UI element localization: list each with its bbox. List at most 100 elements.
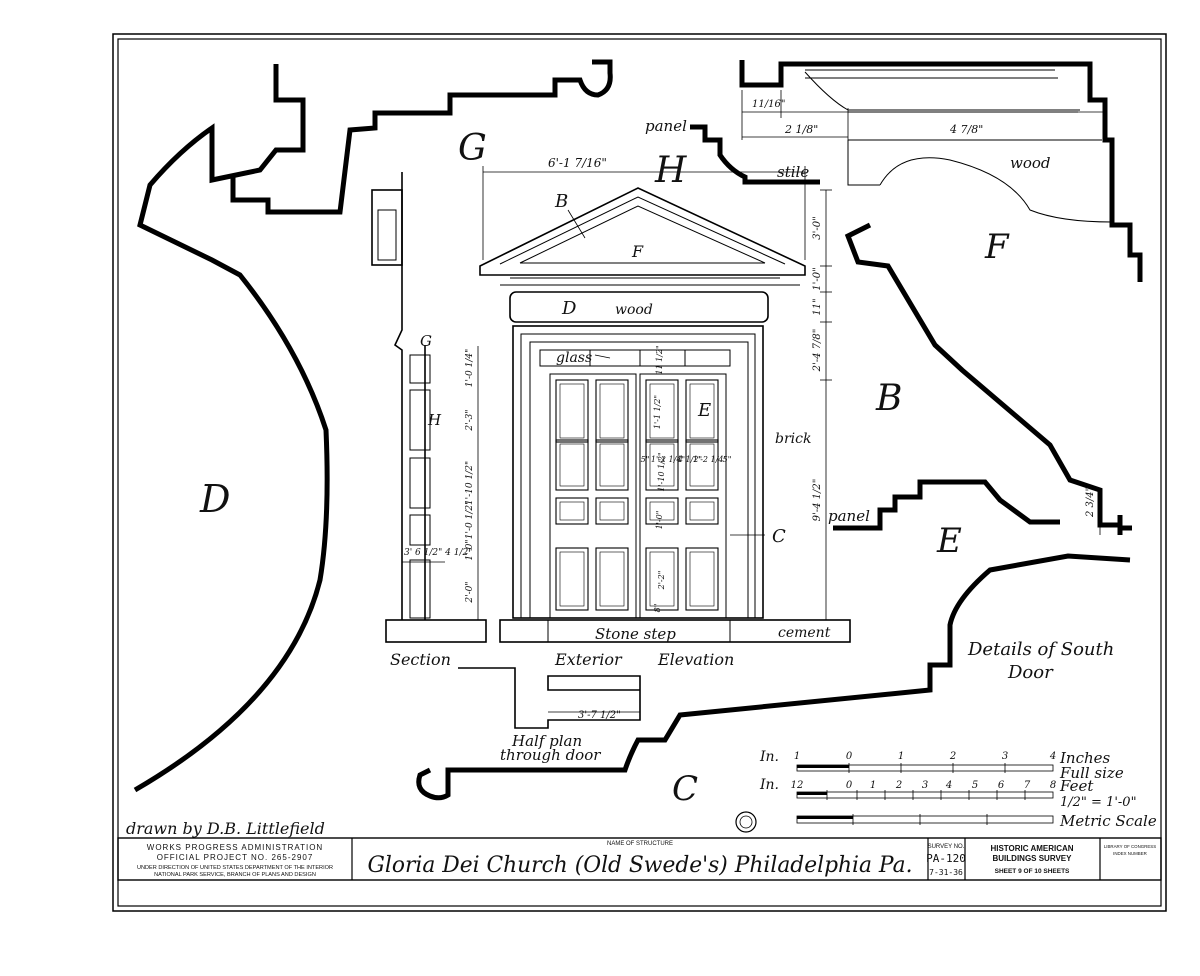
door-panel-inner — [649, 501, 675, 521]
survey-date: 7-31-36 — [929, 868, 963, 877]
frieze — [509, 291, 769, 323]
profile-H — [690, 124, 820, 185]
elevation-panel-dim: 1'-0" — [655, 511, 664, 530]
elevation-right-dim: 1'-0" — [812, 267, 823, 290]
door-panel-inner — [689, 551, 715, 607]
elev-label-E: E — [697, 400, 711, 421]
elevation-right-dim: 11" — [812, 298, 823, 315]
profile-cornice-top — [739, 60, 1143, 282]
section-dim: 2'-0" — [465, 581, 475, 603]
elevation-right-dim: 2'-4 7/8" — [812, 329, 823, 373]
details-title-line2: Door — [1007, 662, 1054, 683]
scale-tick-label: 4 — [1049, 751, 1056, 762]
exterior-elevation — [479, 166, 851, 643]
caption-exterior: Exterior — [554, 650, 623, 669]
elevation-right-dims: 3'-0"1'-0"11"2'-4 7/8"9'-4 1/2" — [812, 216, 823, 521]
dim-2-3-4: 2 3/4" — [1085, 487, 1096, 518]
section-dim: 1'-0 1/4" — [465, 349, 475, 387]
section-label-H: H — [427, 411, 442, 429]
door-panel-inner — [559, 551, 585, 607]
habs-line1: HISTORIC AMERICAN — [990, 844, 1073, 853]
door-panel-inner — [649, 383, 675, 439]
elevation-panel-dim: 5" — [641, 455, 650, 464]
section-dim: 1'-0" — [465, 539, 475, 560]
scale2-label1: Feet — [1059, 777, 1094, 795]
elevation-panel-dim: 1'-2 1/4" — [693, 455, 727, 464]
door-panel-inner — [689, 383, 715, 439]
loc-line1: LIBRARY OF CONGRESS — [1104, 844, 1156, 849]
elev-stone-step: Stone step — [595, 625, 676, 643]
elev-width-dim: 6'-1 7/16" — [548, 156, 607, 170]
elevation-panel-dim: 5" — [723, 455, 732, 464]
door-panel-inner — [559, 443, 585, 487]
caption-half-plan-2: through door — [500, 746, 601, 764]
drawn-by: drawn by D.B. Littlefield — [126, 819, 325, 838]
label-stile: stile — [777, 163, 809, 181]
elevation-panel-dims: 1'-1 1/2"1'-2 1/4"4 1/2"1'-2 1/4"1'-10 1… — [641, 345, 732, 612]
caption-section: Section — [390, 650, 451, 669]
scale2-label2: 1/2" = 1'-0" — [1060, 795, 1137, 810]
door-panel-inner — [559, 383, 585, 439]
scale-tick-label: 4 — [945, 780, 952, 791]
door-panel — [595, 379, 629, 443]
elev-cement: cement — [778, 625, 831, 641]
half-plan-drawing — [458, 667, 641, 729]
door-panel-inner — [649, 551, 675, 607]
profile-G — [230, 59, 613, 215]
label-C-bottom: C — [672, 769, 698, 809]
label-D-left: D — [199, 477, 230, 521]
label-B-right: B — [875, 378, 902, 419]
label-G-top: G — [458, 128, 487, 169]
profile-D — [133, 64, 330, 793]
scale-tick-label: 8 — [1050, 780, 1056, 791]
label-E-right: E — [936, 521, 962, 561]
elevation-panel-dim: 11 1/2" — [655, 345, 664, 374]
metric-scale-label: Metric Scale — [1059, 812, 1157, 830]
caption-plan-dim: 3'-7 1/2" — [578, 710, 621, 721]
door-panel-inner — [599, 551, 625, 607]
dim-11-16: 11/16" — [752, 99, 785, 110]
detail-dimensions — [741, 90, 1105, 535]
details-title-line1: Details of South — [967, 639, 1114, 660]
elevation-panel-dim: 1'-10 1/2" — [657, 452, 666, 491]
habs-line2: BUILDINGS SURVEY — [993, 854, 1073, 863]
elevation-panel-dim: 4 1/2" — [677, 455, 702, 464]
door-panel — [645, 439, 679, 491]
scale2-prefix: In. — [759, 777, 779, 793]
caption-elevation: Elevation — [657, 650, 734, 669]
detail-labels: G H F B E C D panel stile wood panel 11/… — [199, 99, 1096, 809]
dim-4-7-8: 4 7/8" — [949, 123, 983, 136]
profile-E — [833, 479, 1060, 531]
scale1-label2: Full size — [1059, 764, 1124, 782]
habs-seal-icon — [735, 811, 757, 833]
door-panel-inner — [689, 443, 715, 487]
captions: Section Exterior Elevation Half plan thr… — [390, 650, 734, 764]
elev-glass: glass — [556, 350, 592, 366]
title-block: WORKS PROGRESS ADMINISTRATION OFFICIAL P… — [117, 837, 1162, 881]
scale1-label1: Inches — [1059, 749, 1111, 767]
door-panel — [595, 547, 629, 611]
section-label-G: G — [420, 332, 432, 350]
door-panel — [685, 439, 719, 491]
pediment — [479, 187, 806, 276]
scale-tick-label: 0 — [846, 751, 853, 762]
label-panel-top: panel — [645, 117, 687, 135]
scale-tick-label: 12 — [791, 780, 804, 791]
scale-tick-label: 0 — [846, 780, 853, 791]
label-panel-mid: panel — [828, 507, 870, 525]
dim-2-1-8: 2 1/8" — [784, 123, 818, 136]
elevation-panel-dim: 1'-1 1/2" — [653, 395, 662, 429]
scale1-prefix: In. — [759, 749, 779, 765]
scale-tick-label: 2 — [949, 751, 956, 762]
section-dim: 1'-10 1/2" — [465, 461, 475, 505]
section-dims: 1'-0 1/4"2'-3"1'-10 1/2"1'-0 1/2"1'-0"2'… — [465, 349, 475, 604]
outer-border — [112, 33, 1167, 912]
door-panel-inner — [599, 501, 625, 521]
door-panel-inner — [599, 383, 625, 439]
elevation-right-dim: 3'-0" — [812, 216, 823, 239]
wpa-line1: WORKS PROGRESS ADMINISTRATION — [147, 843, 323, 852]
section-labels: G H 3' 6 1/2" 4 1/2" 1'-0 1/4"2'-3"1'-10… — [404, 332, 475, 604]
elevation-panel-dim: 8" — [653, 604, 662, 613]
